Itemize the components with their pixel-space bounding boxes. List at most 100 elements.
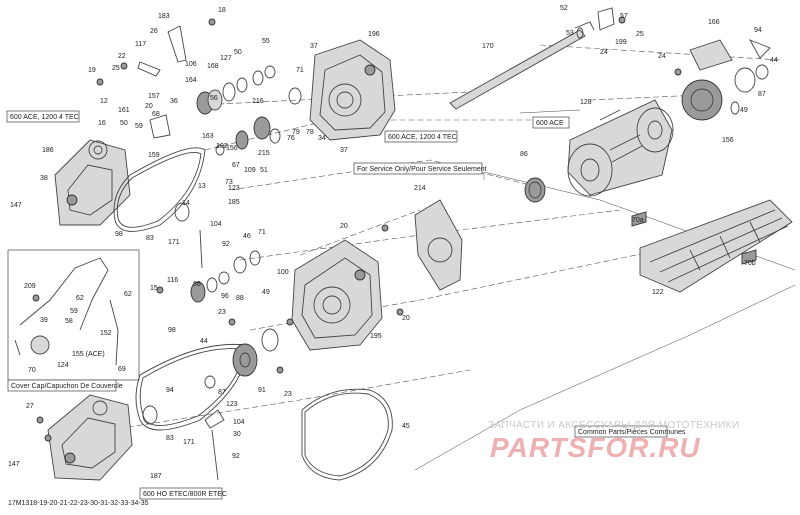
part-callout: 37: [340, 147, 348, 154]
part-callout: 86: [520, 151, 528, 158]
part-callout: 23: [218, 309, 226, 316]
part-callout: 98: [168, 327, 176, 334]
part-callout: 94: [754, 27, 762, 34]
cover-186: [54, 139, 131, 226]
part-callout: 96: [221, 293, 229, 300]
part-callout: 24: [658, 53, 666, 60]
part-callout: 69: [118, 366, 126, 373]
part-callout: 44: [770, 57, 778, 64]
levers: [137, 25, 225, 481]
part-callout: 27: [26, 403, 34, 410]
part-callout: 163: [202, 133, 214, 140]
svg-text:Common Parts/Pièces Communes: Common Parts/Pièces Communes: [578, 429, 686, 436]
housing-195: [291, 239, 383, 351]
part-callout: 157: [148, 93, 160, 100]
part-callout: 59: [70, 308, 78, 315]
part-callout: 185: [228, 199, 240, 206]
part-callout: 109: [244, 167, 256, 174]
gears-upper: [196, 65, 302, 156]
part-callout: 49: [262, 289, 270, 296]
part-callout: 164: [185, 77, 197, 84]
part-callout: 117: [135, 41, 146, 48]
part-callout: 51: [260, 167, 268, 174]
part-callout: 171: [168, 239, 180, 246]
part-callout: 104: [210, 221, 222, 228]
part-callout: 15: [150, 285, 158, 292]
part-callout: 152: [100, 330, 112, 337]
track-slide-122: [631, 199, 793, 293]
part-callout: 156: [226, 145, 238, 152]
part-callout: 26: [150, 28, 158, 35]
part-callout: 13: [198, 183, 206, 190]
part-callout: 30: [233, 431, 241, 438]
part-callout: 23: [284, 391, 292, 398]
sprocket-128: [567, 99, 674, 197]
part-callout: 86: [193, 281, 201, 288]
plate-214: [414, 199, 463, 291]
part-callout: 155 (ACE): [72, 351, 105, 358]
part-callout: 216: [252, 98, 264, 105]
part-callout: 70: [28, 367, 36, 374]
part-callout: 195: [370, 333, 382, 340]
svg-text:600 HO ETEC/800R ETEC: 600 HO ETEC/800R ETEC: [143, 491, 227, 498]
part-callout: 168: [207, 63, 219, 70]
part-callout: 147: [8, 461, 20, 468]
part-callout: 128: [580, 99, 592, 106]
cover-cap-inset: [7, 249, 140, 381]
part-callout: 59: [135, 123, 143, 130]
svg-text:600 ACE, 1200 4 TEC: 600 ACE, 1200 4 TEC: [10, 114, 79, 121]
part-callout: 100: [277, 269, 289, 276]
part-callout: 39: [40, 317, 48, 324]
part-callout: 87: [218, 389, 226, 396]
callout-numbers: 1818326117192225106121572036161681641681…: [8, 5, 778, 480]
part-callout: 123: [226, 401, 238, 408]
part-callout: 98: [115, 231, 123, 238]
main-shaft-170: [449, 21, 595, 110]
part-callout: 124: [57, 362, 69, 369]
part-callout: 92: [232, 453, 240, 460]
part-callout: 22: [118, 53, 126, 60]
part-callout: 56: [210, 95, 218, 102]
part-callout: 25: [636, 31, 644, 38]
part-callout: 199: [615, 39, 627, 46]
label-box-ace-shaft: 600 ACE: [532, 116, 570, 129]
part-callout: 12: [100, 98, 108, 105]
part-callout: 62: [76, 295, 84, 302]
part-callout: 45: [402, 423, 410, 430]
part-callout: 171: [183, 439, 195, 446]
part-callout: 161: [118, 107, 130, 114]
part-callout: 147: [10, 202, 22, 209]
part-callout: 18: [218, 7, 226, 14]
part-callout: 209: [24, 283, 36, 290]
part-callout: 170: [482, 43, 494, 50]
part-callout: 46: [243, 233, 251, 240]
bolts: [32, 16, 682, 442]
part-callout: 24: [600, 49, 608, 56]
label-box-service: For Service Only/Pour Service Seulement: [353, 162, 487, 175]
part-callout: 53: [566, 30, 574, 37]
part-callout: 214: [414, 185, 426, 192]
part-callout: 76: [287, 135, 295, 142]
label-box-etec: 600 HO ETEC/800R ETEC: [139, 487, 227, 500]
part-callout: 183: [158, 13, 170, 20]
part-callout: 73: [225, 179, 233, 186]
label-box-common: Common Parts/Pièces Communes: [574, 425, 686, 438]
part-callout: 187: [150, 473, 162, 480]
part-callout: 92: [222, 241, 230, 248]
part-callout: 79: [292, 129, 300, 136]
part-callout: 104: [233, 419, 245, 426]
part-callout: 20: [402, 315, 410, 322]
housing-196: [309, 39, 396, 141]
part-callout: 34: [318, 135, 326, 142]
part-callout: 37: [310, 43, 318, 50]
part-callout: 186: [42, 147, 54, 154]
part-callout: 196: [368, 31, 380, 38]
gasket-45: [301, 388, 393, 481]
right-bearings: [524, 7, 771, 203]
part-callout: 25: [112, 65, 120, 72]
label-box-cover-cap: Cover Cap/Capuchon De Couvercle: [7, 379, 123, 392]
part-callout: 106: [185, 61, 197, 68]
part-callout: 88: [236, 295, 244, 302]
